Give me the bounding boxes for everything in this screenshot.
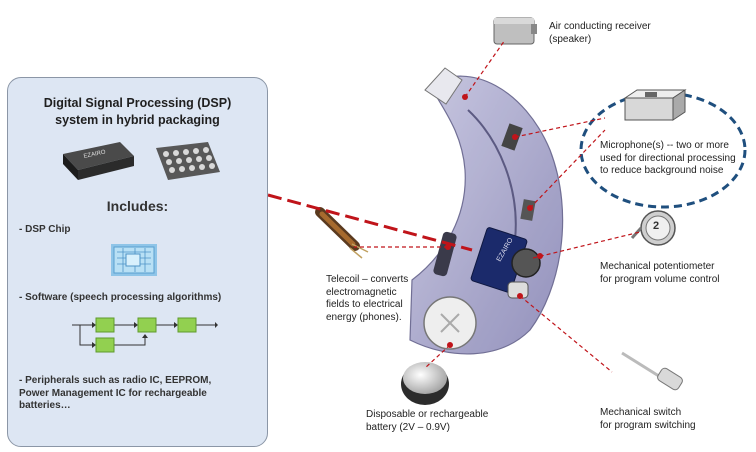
dsp-package-bga [156, 142, 220, 180]
dsp-panel: Digital Signal Processing (DSP) system i… [7, 77, 268, 447]
signal-flow-diagram [72, 317, 218, 353]
telecoil-component [315, 207, 369, 259]
potentiometer-label-line-1: Mechanical potentiometer [600, 261, 715, 272]
hearing-aid-device [409, 67, 564, 355]
potentiometer-label: Mechanical potentiometer for program vol… [600, 261, 720, 286]
peripherals-line-3: batteries… [19, 400, 71, 411]
telecoil-label-line-1: Telecoil – converts [326, 274, 409, 285]
potentiometer-component [630, 210, 676, 246]
dsp-chip-image [111, 244, 157, 276]
item-dsp-chip: - DSP Chip [19, 224, 71, 235]
dsp-package-images: EZAIRO [63, 142, 220, 180]
telecoil-label-line-3: fields to electrical [326, 299, 403, 310]
potentiometer-label-line-2: for program volume control [600, 273, 720, 285]
switch-label-line-1: Mechanical switch [600, 407, 682, 418]
peripherals-line-2: Power Management IC for rechargeable [19, 387, 207, 399]
switch-label-line-2: for program switching [600, 419, 696, 431]
microphone-label-line-3: to reduce background noise [600, 165, 724, 176]
microphone-component [623, 89, 687, 121]
switch-label: Mechanical switch for program switching [600, 407, 696, 432]
dsp-package-black: EZAIRO [63, 142, 134, 180]
item-software: - Software (speech processing algorithms… [19, 292, 222, 303]
leader-dots [445, 94, 543, 348]
battery-label-line-1: Disposable or rechargeable [366, 409, 489, 420]
battery-label: Disposable or rechargeable battery (2V –… [366, 409, 488, 434]
receiver-label: Air conducting receiver (speaker) [549, 21, 651, 46]
telecoil-label-line-2: electromagnetic [326, 286, 397, 298]
microphone-label: Microphone(s) -- two or more used for di… [600, 140, 736, 178]
battery-component [401, 362, 449, 405]
receiver-label-line-2: (speaker) [549, 33, 592, 45]
telecoil-label: Telecoil – converts electromagnetic fiel… [326, 274, 408, 324]
includes-heading: Includes: [106, 198, 169, 214]
panel-title-line-2: system in hybrid packaging [55, 113, 220, 127]
panel-title-line-1: Digital Signal Processing (DSP) [43, 96, 232, 110]
potentiometer-knob-number: 2 [653, 220, 660, 232]
receiver-component [493, 17, 537, 45]
receiver-label-line-1: Air conducting receiver [549, 21, 651, 32]
battery-label-line-2: battery (2V – 0.9V) [366, 421, 450, 433]
item-peripherals: - Peripherals such as radio IC, EEPROM, … [19, 375, 211, 413]
microphone-label-line-1: Microphone(s) -- two or more [600, 140, 729, 151]
switch-component [621, 351, 683, 391]
peripherals-line-1: - Peripherals such as radio IC, EEPROM, [19, 375, 212, 386]
leader-lines [267, 39, 641, 373]
package-chip-label: EZAIRO [83, 149, 106, 160]
telecoil-label-line-4: energy (phones). [326, 311, 402, 323]
microphone-label-line-2: used for directional processing [600, 152, 736, 164]
